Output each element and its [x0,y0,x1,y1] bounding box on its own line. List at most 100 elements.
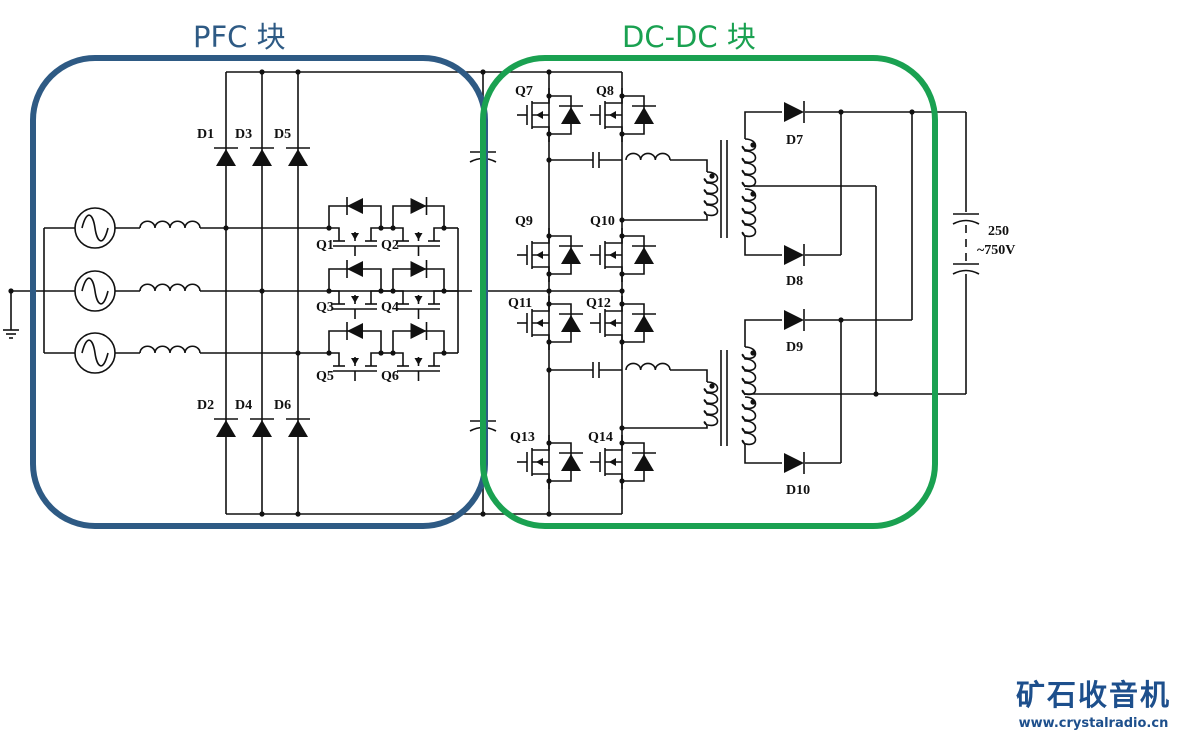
drain-lead [605,228,623,244]
dcdc-block-outline [480,55,938,529]
switch-arrow [351,358,359,365]
junction-dot [709,383,715,389]
coil-path [741,396,757,446]
diode-triangle [561,107,581,124]
diode-triangle [784,453,804,473]
coil-path [741,138,757,188]
source-lead [532,473,550,489]
diode-triangle [216,149,236,166]
dcdc-switch-label: Q9 [515,214,533,229]
output-cap-voltage: ~750V [977,243,1015,258]
body-arrow [536,319,543,327]
drain-lead [532,228,550,244]
switch-lead [393,290,404,304]
q10-mosfet-icon [590,228,645,282]
switch-lead [433,290,444,304]
drain-lead [532,435,550,451]
logo-url: www.crystalradio.cn [1018,716,1169,731]
diode-triangle [410,323,427,339]
output-capacitor-icon [952,213,980,225]
pfc-diode-label: D6 [274,398,291,413]
coil-path [741,188,757,238]
pfc-switch-label: Q6 [381,369,399,384]
diode-triangle [347,198,363,214]
pfc-switch-icon [328,330,382,381]
wire [670,369,708,382]
switch-arrow [414,233,423,240]
pfc-switch-icon [392,268,445,319]
secondary-coil-icon [741,138,757,188]
wire [744,319,782,347]
junction-dot [873,391,879,397]
site-logo: 矿石收音机 www.crystalradio.cn [1016,672,1171,731]
ac-source-icon [74,270,116,312]
pfc-diode-icon [250,418,274,437]
primary-coil-icon [703,381,719,427]
source-lead [605,473,623,489]
drain-lead [605,88,623,104]
pfc-switch-icon [392,330,445,381]
switch-lead [393,352,404,366]
output-capacitor-icon [952,263,980,275]
dcdc-switch-label: Q12 [586,296,611,311]
source-lead [532,334,550,350]
wire [744,111,782,139]
coil-path [741,346,757,396]
diode-triangle [784,310,804,330]
body-diode-icon [632,313,656,332]
diode-triangle [347,323,363,339]
secondary-coil-icon [741,346,757,396]
diode-triangle [288,149,308,166]
resonant-capacitor-icon [592,362,600,378]
body-arrow [536,111,543,119]
switch-arrow [351,233,359,240]
body-arrow [536,458,543,466]
inductor-coil [625,152,671,161]
diode-triangle [410,198,427,214]
drain-lead [605,435,623,451]
q9-mosfet-icon [517,228,572,282]
q12-mosfet-icon [590,296,645,350]
drain-lead [532,88,550,104]
switch-diode-icon [346,197,363,215]
switch-lead [370,290,381,304]
inductor-coil [139,220,201,229]
wire [744,445,782,464]
diode-triangle [784,102,804,122]
switch-lead [433,352,444,366]
body-diode-icon [632,245,656,264]
pfc-switch-icon [328,268,382,319]
switch-arrow [414,296,423,303]
pfc-block-outline [30,55,488,529]
switch-lead [433,227,444,241]
pfc-diode-label: D5 [274,127,291,142]
wire [622,426,708,429]
diode-triangle [347,261,363,277]
pfc-switch-label: Q2 [381,238,399,253]
diode-triangle [634,107,654,124]
switch-lead [370,352,381,366]
diode-triangle [634,454,654,471]
rectifier-diode-icon [784,244,805,266]
resonant-inductor-icon [625,152,671,161]
pfc-diode-label: D2 [197,398,214,413]
pfc-switch-icon [328,205,382,256]
diode-triangle [634,315,654,332]
line-inductor-icon [139,345,201,354]
rectifier-diode-icon [784,309,805,331]
switch-lead [329,352,340,366]
switch-diode-icon [410,197,428,215]
ac-source-circle [74,270,116,312]
q7-mosfet-icon [517,88,572,142]
wire [622,216,708,221]
diode-triangle [252,420,272,437]
body-arrow [609,319,616,327]
sine-wave [81,214,109,242]
junction-dot [619,217,625,223]
ac-source-icon [74,207,116,249]
coil-path [703,381,719,427]
dcdc-switch-label: Q7 [515,84,533,99]
junction-dot [619,288,625,294]
body-arrow [609,458,616,466]
